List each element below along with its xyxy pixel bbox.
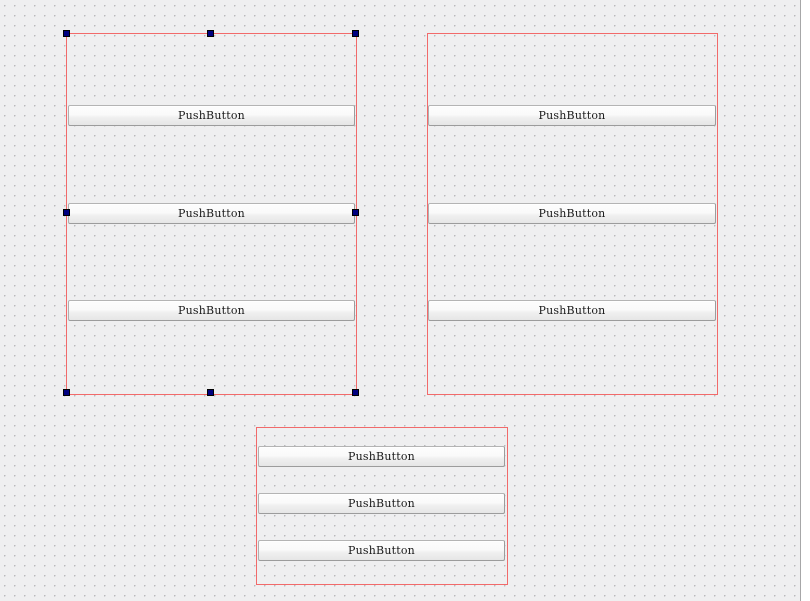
left-container-button-1[interactable]: PushButton <box>68 105 355 126</box>
right-container-button-2[interactable]: PushButton <box>428 203 716 224</box>
push-button-label: PushButton <box>538 109 606 122</box>
canvas-right-edge <box>800 0 801 601</box>
push-button-label: PushButton <box>538 304 606 317</box>
handle-middle-left[interactable] <box>63 209 70 216</box>
handle-top-left[interactable] <box>63 30 70 37</box>
right-container-button-1[interactable]: PushButton <box>428 105 716 126</box>
push-button-label: PushButton <box>538 207 606 220</box>
push-button-label: PushButton <box>348 450 415 463</box>
handle-top-right[interactable] <box>352 30 359 37</box>
right-container[interactable] <box>427 33 718 395</box>
bottom-container-button-1[interactable]: PushButton <box>258 446 505 467</box>
bottom-container[interactable] <box>256 427 508 585</box>
left-container-button-3[interactable]: PushButton <box>68 300 355 321</box>
right-container-button-3[interactable]: PushButton <box>428 300 716 321</box>
bottom-container-button-2[interactable]: PushButton <box>258 493 505 514</box>
push-button-label: PushButton <box>348 544 415 557</box>
push-button-label: PushButton <box>178 207 245 220</box>
canvas-right-filler <box>801 0 810 601</box>
push-button-label: PushButton <box>348 497 415 510</box>
handle-bottom-right[interactable] <box>352 389 359 396</box>
handle-top-center[interactable] <box>207 30 214 37</box>
push-button-label: PushButton <box>178 109 245 122</box>
handle-bottom-center[interactable] <box>207 389 214 396</box>
push-button-label: PushButton <box>178 304 245 317</box>
handle-middle-right[interactable] <box>352 209 359 216</box>
bottom-container-button-3[interactable]: PushButton <box>258 540 505 561</box>
handle-bottom-left[interactable] <box>63 389 70 396</box>
left-container-button-2[interactable]: PushButton <box>68 203 355 224</box>
